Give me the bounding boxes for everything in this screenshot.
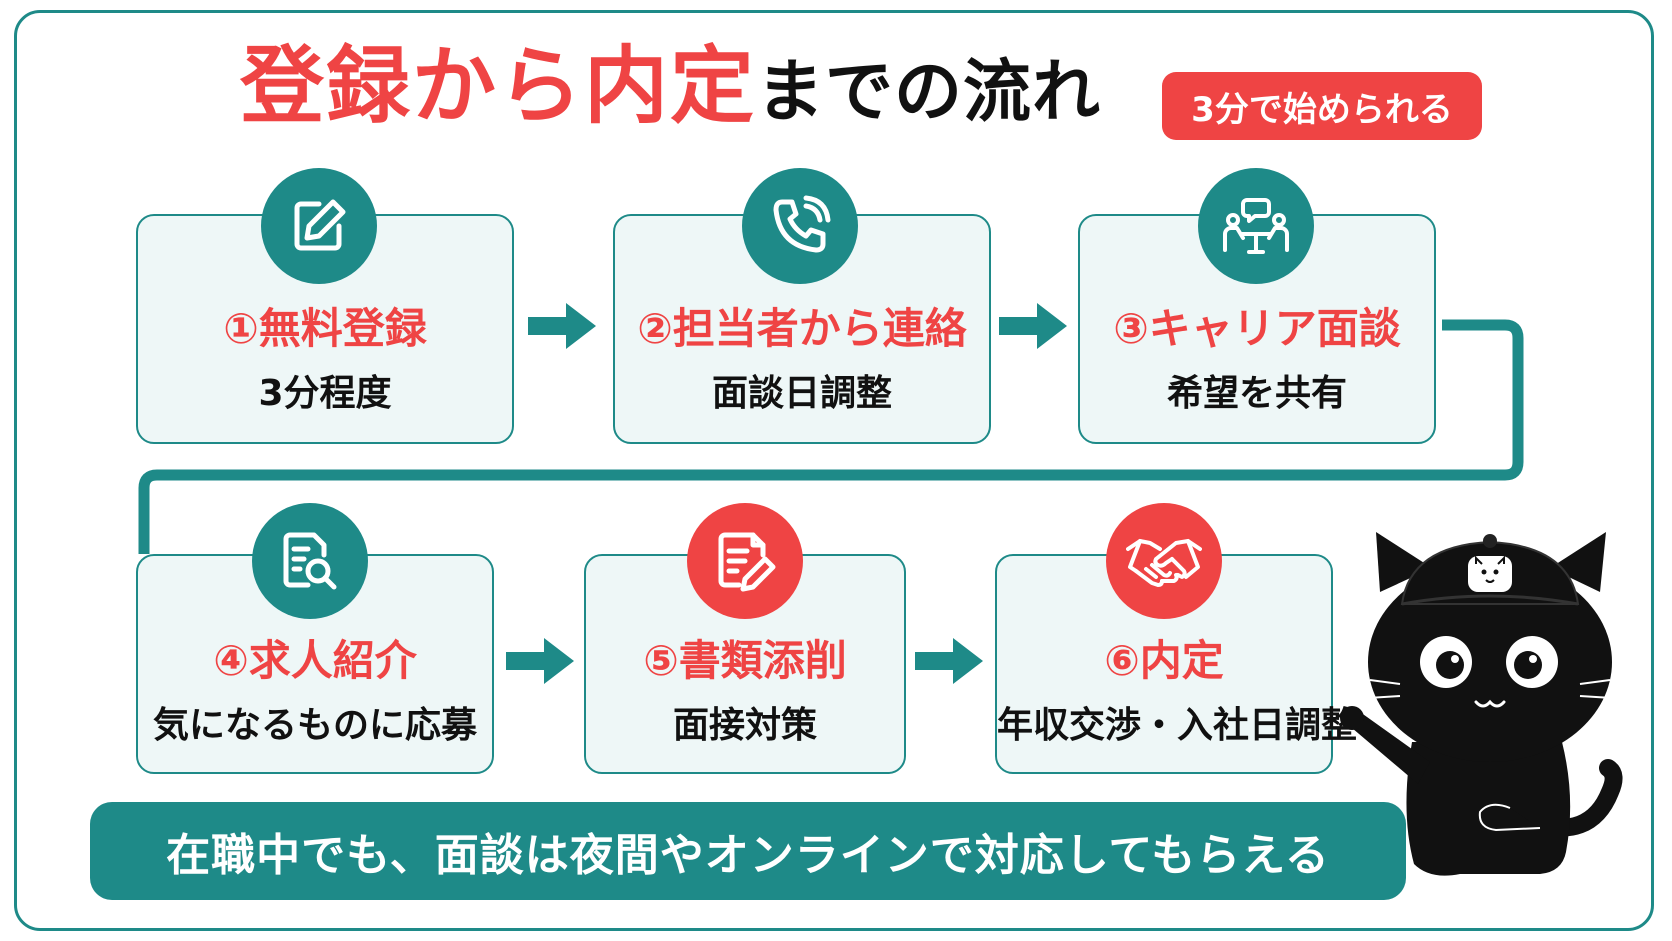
arrow-right-icon (506, 638, 574, 684)
edit-form-icon (261, 168, 377, 284)
step-title: ⑤書類添削 (643, 636, 847, 685)
step-title: ④求人紹介 (213, 636, 417, 685)
step-card-1: ①無料登録 3分程度 (136, 214, 514, 444)
cat-mascot-icon (1340, 532, 1623, 876)
title-highlight: 登録から内定 (240, 37, 757, 135)
step-subtitle: 気になるものに応募 (152, 705, 477, 746)
step-subtitle: 3分程度 (258, 373, 392, 414)
step-subtitle: 面接対策 (672, 705, 817, 746)
step-subtitle: 希望を共有 (1166, 373, 1347, 414)
phone-call-icon (742, 168, 858, 284)
step-title: ①無料登録 (223, 304, 427, 353)
step-subtitle: 年収交渉・入社日調整 (997, 705, 1358, 746)
document-search-icon (252, 503, 368, 619)
document-pen-icon (687, 503, 803, 619)
step-subtitle: 面談日調整 (711, 373, 892, 414)
meeting-icon (1198, 168, 1314, 284)
page-title: 登録から内定までの流れ (240, 44, 1101, 128)
footer-banner: 在職中でも、面談は夜間やオンラインで対応してもらえる (90, 802, 1406, 900)
title-rest: までの流れ (756, 53, 1102, 132)
arrow-right-icon (528, 303, 596, 349)
step-title: ②担当者から連絡 (637, 304, 967, 353)
arrow-right-icon (999, 303, 1067, 349)
handshake-icon (1106, 503, 1222, 619)
step-title: ⑥内定 (1104, 636, 1224, 685)
step-title: ③キャリア面談 (1113, 304, 1401, 353)
time-badge: 3分で始められる (1162, 72, 1482, 140)
arrow-right-icon (915, 638, 983, 684)
